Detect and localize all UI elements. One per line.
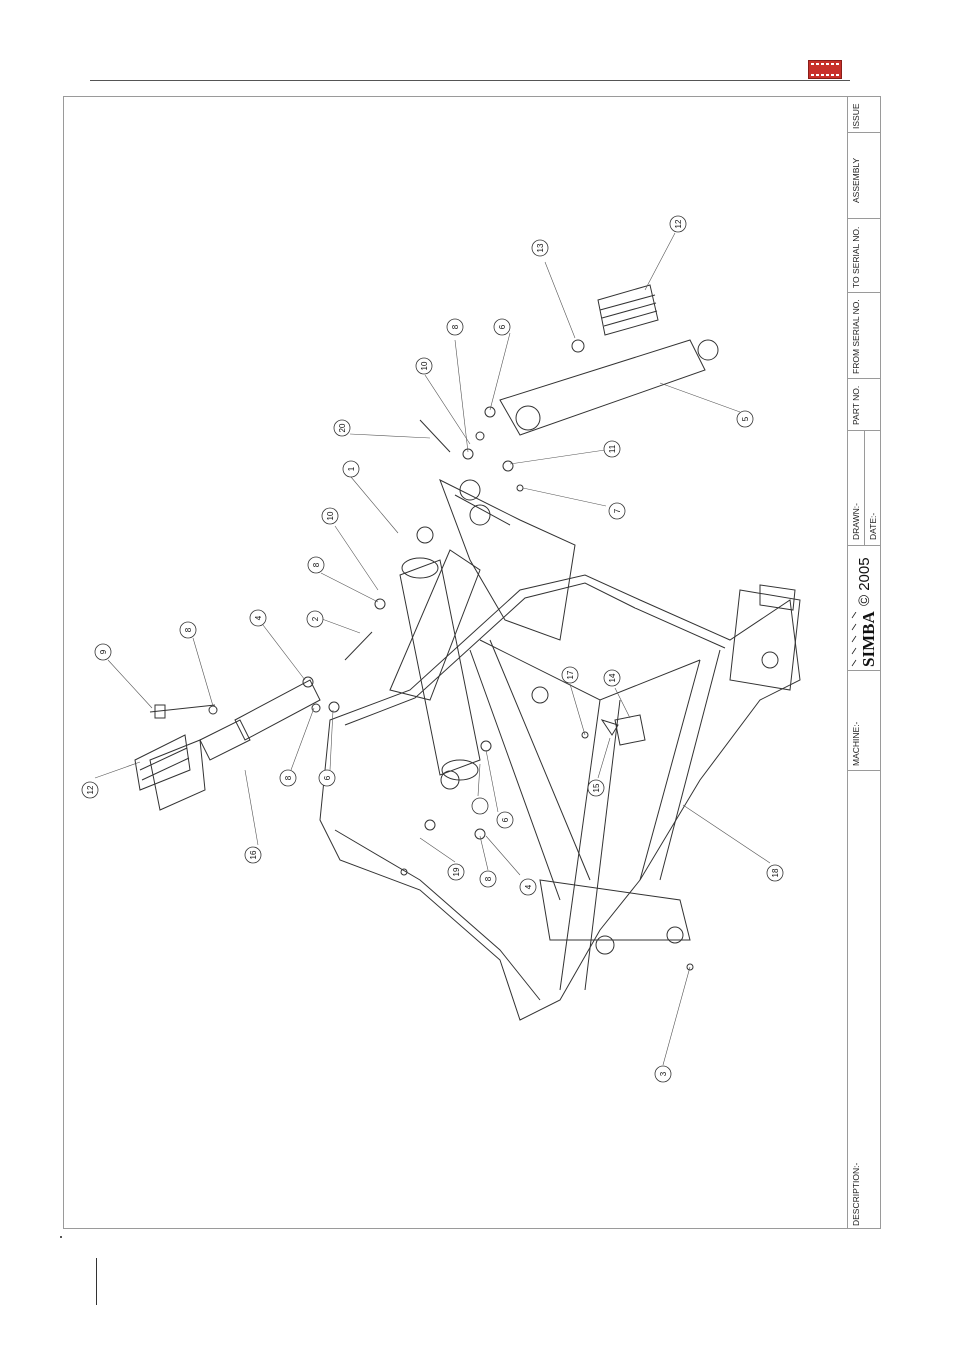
exploded-assembly-drawing: 1 2 3 4 4 5 6 6 6 7 8 8 8 8 8 9 10 10 11… — [64, 97, 846, 1228]
callout-8a: 8 — [451, 324, 460, 329]
callout-8e: 8 — [484, 876, 493, 881]
tb-divider — [847, 218, 881, 219]
tb-split — [864, 430, 865, 545]
callout-11: 11 — [608, 444, 617, 453]
tb-to-serial-label: TO SERIAL NO. — [852, 227, 861, 288]
tb-issue-label: ISSUE — [852, 103, 861, 129]
callout-14: 14 — [608, 673, 617, 682]
callout-10a: 10 — [420, 361, 429, 370]
callout-19: 19 — [452, 867, 461, 876]
tb-divider — [847, 545, 881, 546]
callout-8d: 8 — [284, 775, 293, 780]
callout-12b: 12 — [86, 785, 95, 794]
callout-1: 1 — [347, 466, 356, 471]
copyright-text: © 2005 — [856, 557, 873, 606]
callout-16: 16 — [249, 850, 258, 859]
callout-6a: 6 — [498, 324, 507, 329]
simba-wordmark: SIMBA — [850, 612, 878, 670]
footer-rule — [96, 1258, 97, 1305]
callout-2: 2 — [311, 616, 320, 621]
tb-part-no-label: PART NO. — [852, 386, 861, 425]
simba-logo — [808, 60, 842, 79]
callout-8c: 8 — [312, 562, 321, 567]
callout-7: 7 — [613, 508, 622, 513]
tb-divider — [847, 378, 881, 379]
page-mark — [60, 1236, 62, 1238]
callout-6b: 6 — [323, 775, 332, 780]
callout-3: 3 — [659, 1071, 668, 1076]
callout-5: 5 — [741, 416, 750, 421]
tb-drawn-label: DRAWN:- — [852, 503, 861, 540]
tb-assembly-label: ASSEMBLY — [852, 158, 861, 203]
callout-13: 13 — [536, 243, 545, 252]
tb-divider — [847, 670, 881, 671]
callout-4b: 4 — [524, 884, 533, 889]
tb-description-label: DESCRIPTION:- — [852, 1163, 861, 1226]
tb-date-label: DATE:- — [869, 513, 878, 540]
callout-15: 15 — [592, 783, 601, 792]
simba-word: SIMBA — [859, 611, 879, 667]
callout-18: 18 — [771, 868, 780, 877]
tb-machine-label: MACHINE:- — [852, 722, 861, 766]
callout-4a: 4 — [254, 615, 263, 620]
tb-divider — [847, 292, 881, 293]
callout-8b: 8 — [184, 627, 193, 632]
callout-6c: 6 — [501, 817, 510, 822]
callout-9: 9 — [99, 649, 108, 654]
callout-12a: 12 — [674, 219, 683, 228]
callout-17: 17 — [566, 670, 575, 679]
tb-divider — [847, 132, 881, 133]
tb-from-serial-label: FROM SERIAL NO. — [852, 299, 861, 374]
tb-divider — [847, 770, 881, 771]
callout-20: 20 — [338, 423, 347, 432]
header-rule — [90, 80, 850, 81]
callout-10b: 10 — [326, 511, 335, 520]
